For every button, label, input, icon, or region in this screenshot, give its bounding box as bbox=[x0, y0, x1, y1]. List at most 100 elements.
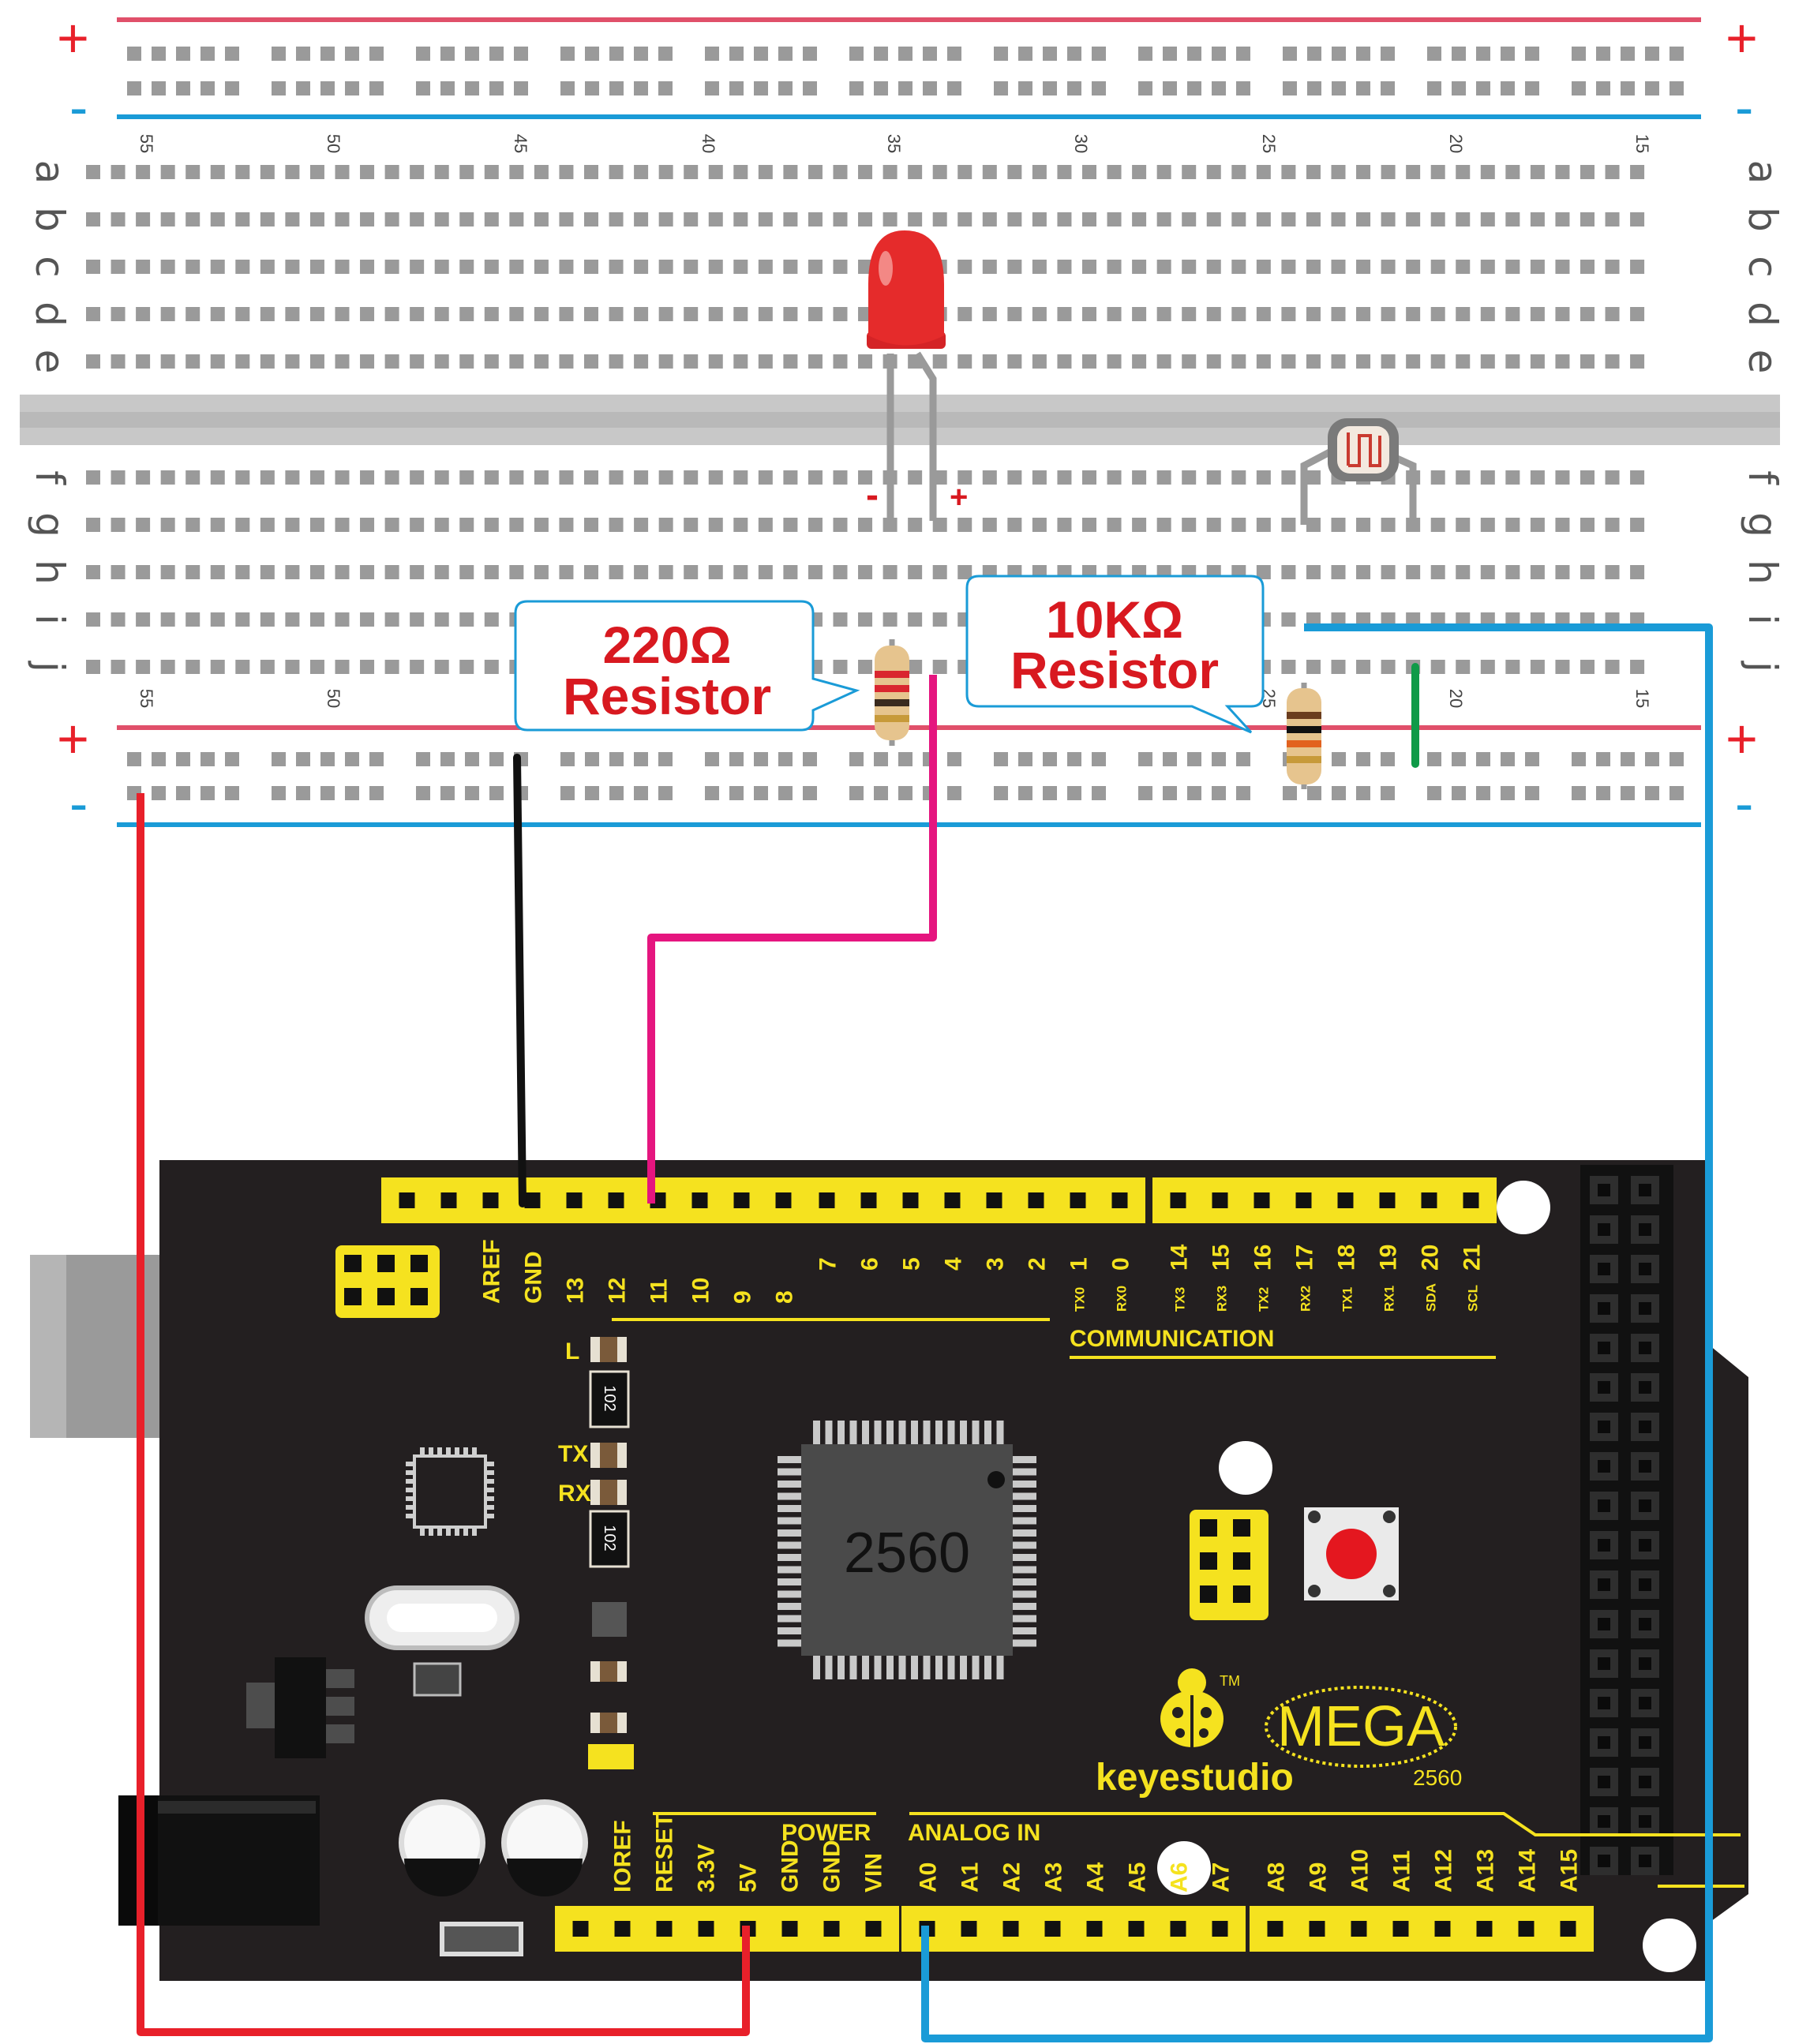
breadboard-hole bbox=[1605, 212, 1620, 226]
icsp-right-pin bbox=[1233, 1552, 1250, 1570]
breadboard-hole bbox=[1555, 612, 1570, 627]
capacitor-1-band bbox=[404, 1859, 480, 1896]
header-digital-left-pin bbox=[440, 1192, 457, 1208]
dc-jack-rim bbox=[158, 1801, 316, 1814]
breadboard-hole bbox=[1356, 307, 1371, 321]
mcu-pin bbox=[923, 1656, 931, 1679]
breadboard-hole bbox=[434, 612, 449, 627]
breadboard-hole bbox=[883, 165, 898, 179]
rail-hole bbox=[369, 47, 384, 61]
pin-label-a6: A6 bbox=[1167, 1862, 1193, 1892]
breadboard-hole bbox=[1505, 165, 1520, 179]
rail-hole bbox=[369, 81, 384, 95]
breadboard-hole bbox=[559, 307, 574, 321]
breadboard-hole bbox=[235, 470, 250, 485]
breadboard-hole bbox=[335, 470, 350, 485]
breadboard-hole bbox=[235, 307, 250, 321]
breadboard-hole bbox=[1530, 165, 1545, 179]
breadboard-hole bbox=[160, 307, 175, 321]
icsp-right-pin bbox=[1233, 1585, 1250, 1603]
rail-hole bbox=[1236, 47, 1250, 61]
rail-hole bbox=[489, 47, 504, 61]
breadboard-hole bbox=[908, 565, 923, 579]
rail-hole bbox=[609, 81, 624, 95]
rail-hole bbox=[1092, 47, 1106, 61]
label-tx: TX bbox=[558, 1441, 588, 1467]
rail-hole bbox=[947, 81, 961, 95]
breadboard-hole bbox=[1156, 518, 1171, 532]
breadboard-hole bbox=[957, 470, 972, 485]
rail-hole bbox=[1236, 786, 1250, 800]
breadboard-hole bbox=[609, 518, 624, 532]
rail-hole bbox=[994, 47, 1008, 61]
breadboard-hole bbox=[957, 307, 972, 321]
breadboard-hole bbox=[484, 260, 499, 274]
breadboard-hole bbox=[808, 518, 823, 532]
mega-sub: 2560 bbox=[1413, 1765, 1462, 1790]
breadboard-hole bbox=[733, 470, 748, 485]
breadboard-hole bbox=[1007, 260, 1022, 274]
rail-hole bbox=[1525, 47, 1539, 61]
breadboard-hole bbox=[1381, 518, 1396, 532]
breadboard-hole bbox=[185, 565, 200, 579]
breadboard-hole bbox=[783, 165, 798, 179]
breadboard-hole bbox=[1406, 612, 1421, 627]
breadboard-hole bbox=[982, 165, 997, 179]
breadboard-hole bbox=[384, 565, 399, 579]
rail-hole bbox=[440, 752, 455, 766]
rail-hole bbox=[1452, 81, 1466, 95]
row-letter-i: i bbox=[27, 614, 73, 625]
rail-hole bbox=[994, 786, 1008, 800]
rail-hole bbox=[1501, 81, 1515, 95]
breadboard-hole bbox=[584, 307, 598, 321]
header-communication-pin bbox=[1254, 1192, 1270, 1208]
breadboard-hole bbox=[1107, 260, 1122, 274]
breadboard-hole bbox=[285, 660, 300, 674]
double-header-pin-hole bbox=[1639, 1302, 1651, 1315]
rail-hole bbox=[1501, 786, 1515, 800]
icsp-left-pin bbox=[377, 1288, 395, 1305]
pin-label-5: 5 bbox=[899, 1257, 925, 1271]
breadboard-hole bbox=[808, 165, 823, 179]
breadboard-hole bbox=[1456, 518, 1471, 532]
rail-hole bbox=[874, 81, 888, 95]
breadboard-hole bbox=[111, 260, 126, 274]
breadboard-hole bbox=[1306, 612, 1321, 627]
pin-label-a0: A0 bbox=[916, 1862, 942, 1892]
breadboard-hole bbox=[1381, 212, 1396, 226]
row-letter-h: h bbox=[1740, 560, 1786, 585]
breadboard-hole bbox=[1456, 660, 1471, 674]
breadboard-hole bbox=[932, 565, 947, 579]
icsp-right-pin bbox=[1200, 1552, 1217, 1570]
row-letter-d: d bbox=[1740, 301, 1786, 327]
rail-hole bbox=[225, 81, 239, 95]
breadboard-hole bbox=[1082, 307, 1096, 321]
breadboard-hole bbox=[858, 565, 873, 579]
rail-hole bbox=[152, 81, 166, 95]
rail-hole bbox=[440, 81, 455, 95]
rail-hole bbox=[320, 47, 335, 61]
led-highlight bbox=[879, 251, 893, 286]
rail-hole bbox=[1092, 752, 1106, 766]
ladybug-spot-3 bbox=[1175, 1728, 1185, 1738]
double-header-pin-hole bbox=[1639, 1263, 1651, 1275]
breadboard-hole bbox=[1206, 354, 1221, 369]
breadboard-hole bbox=[1356, 165, 1371, 179]
breadboard-hole bbox=[410, 165, 425, 179]
row-letter-c: c bbox=[27, 256, 73, 278]
breadboard-hole bbox=[808, 307, 823, 321]
reset-button[interactable] bbox=[1304, 1507, 1399, 1600]
breadboard-hole bbox=[1132, 518, 1147, 532]
usb-chip-pad bbox=[472, 1529, 477, 1536]
breadboard-hole bbox=[1231, 470, 1246, 485]
rail-hole bbox=[705, 47, 719, 61]
mcu-dot bbox=[987, 1471, 1005, 1488]
breadboard-hole bbox=[260, 612, 275, 627]
double-header-pin-hole bbox=[1598, 1421, 1610, 1433]
rail-hole bbox=[1163, 752, 1177, 766]
breadboard-hole bbox=[1456, 354, 1471, 369]
breadboard-hole bbox=[1505, 470, 1520, 485]
photoresistor bbox=[1300, 418, 1417, 525]
pin-label-20: 20 bbox=[1418, 1245, 1444, 1271]
